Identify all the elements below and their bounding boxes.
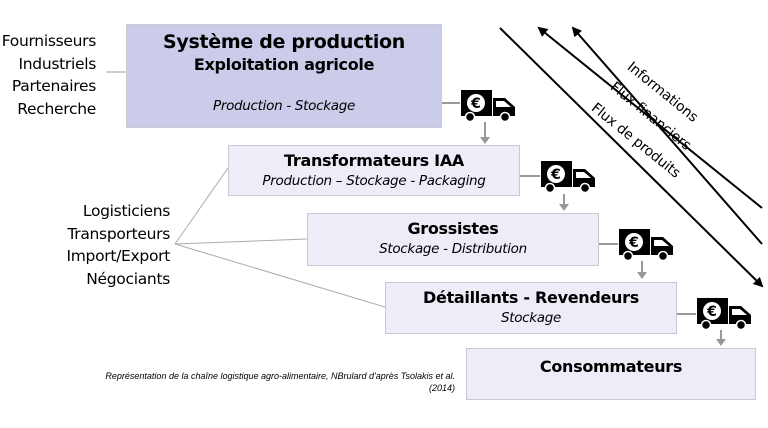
down-arrow-icon xyxy=(637,261,647,279)
actor-label: Négociants xyxy=(86,269,170,288)
stage-box-detaillants: Détaillants - Revendeurs Stockage xyxy=(385,282,677,334)
actor-label: Fournisseurs xyxy=(1,32,97,50)
caption-line: Représentation de la chaîne logistique a… xyxy=(105,371,455,381)
stage-box-transformateurs: Transformateurs IAA Production – Stockag… xyxy=(228,145,520,196)
flow-arrow-financiers xyxy=(571,26,763,245)
stage-box-grossistes: Grossistes Stockage - Distribution xyxy=(307,213,599,266)
stage-title: Transformateurs IAA xyxy=(284,151,464,170)
logistics-actors-list: Logisticiens Transporteurs Import/Export… xyxy=(0,200,170,290)
euro-symbol: € xyxy=(706,304,717,320)
euro-truck-icon: € xyxy=(541,161,595,194)
stage-activities: Production – Stockage - Packaging xyxy=(262,173,486,189)
actor-label: Transporteurs xyxy=(67,224,170,243)
stage-box-consommateurs: Consommateurs xyxy=(466,348,756,400)
upstream-actors-list: Fournisseurs Industriels Partenaires Rec… xyxy=(0,30,97,120)
euro-symbol: € xyxy=(470,96,481,112)
actor-label: Import/Export xyxy=(66,247,170,265)
actor-label: Logisticiens xyxy=(82,202,170,220)
euro-symbol: € xyxy=(628,235,639,251)
stage-activities: Stockage - Distribution xyxy=(379,241,527,257)
down-arrow-icon xyxy=(559,194,569,211)
stage-title: Consommateurs xyxy=(539,357,683,376)
connector-transformateurs xyxy=(174,167,229,245)
down-arrow-icon xyxy=(716,330,726,346)
connector-grossistes xyxy=(174,238,308,245)
connector-detaillants xyxy=(174,243,386,308)
stage-activities: Stockage xyxy=(500,310,562,326)
figure-caption: Représentation de la chaîne logistique a… xyxy=(20,370,455,394)
actor-label: Recherche xyxy=(17,99,96,118)
stage-subtitle: Exploitation agricole xyxy=(193,55,375,74)
down-arrow-icon xyxy=(480,122,490,144)
euro-truck-icon: € xyxy=(697,298,751,331)
caption-line: (2014) xyxy=(428,383,455,393)
actor-label: Industriels xyxy=(18,54,96,73)
actor-label: Partenaires xyxy=(11,77,96,95)
stage-title: Système de production xyxy=(162,31,406,53)
flow-arrow-produits xyxy=(499,27,764,288)
euro-truck-icon: € xyxy=(619,229,673,262)
stage-title: Grossistes xyxy=(407,219,499,238)
euro-symbol: € xyxy=(550,167,561,183)
stage-title: Détaillants - Revendeurs xyxy=(423,288,639,307)
euro-truck-icon: € xyxy=(461,90,515,123)
stage-activities: Production - Stockage xyxy=(212,98,356,114)
stage-box-production: Système de production Exploitation agric… xyxy=(126,24,442,128)
